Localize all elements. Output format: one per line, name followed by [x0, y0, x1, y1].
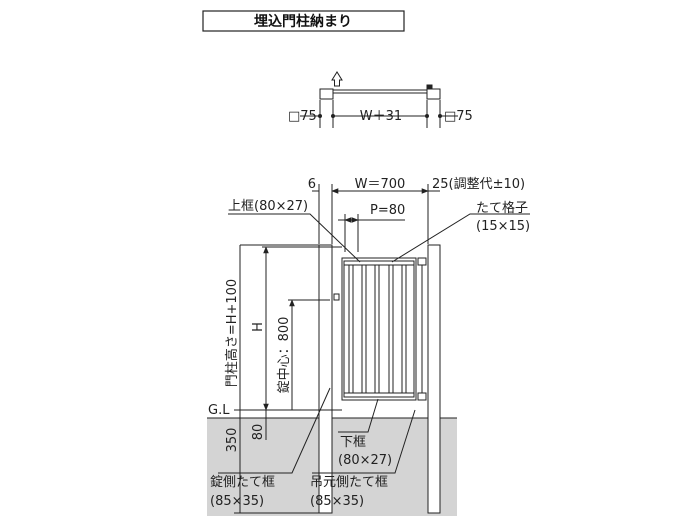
leader-lines — [218, 213, 530, 474]
lock-stile-name-label: 錠側たて框 — [210, 475, 275, 490]
gap-left-label: 6 — [308, 177, 316, 192]
picket — [401, 264, 407, 394]
bottom-gap-label: 80 — [251, 424, 266, 441]
top-rail-leader — [228, 213, 361, 263]
top-dimensions — [312, 184, 440, 252]
picket-size-label: (15×15) — [476, 219, 530, 234]
picket — [361, 264, 367, 394]
left-post — [318, 244, 333, 514]
right-post — [427, 244, 441, 514]
picket-leader — [391, 213, 530, 263]
width-label: W＝700 — [355, 177, 406, 192]
hinge-stile-leader — [312, 409, 416, 474]
hinge-stile-name-label: 吊元側たて框 — [310, 475, 388, 490]
bottom-rail-leader — [338, 398, 379, 433]
lock-stile-size-label: (85×35) — [210, 494, 264, 509]
plan-view — [300, 71, 458, 128]
gap-right-label: 25(調整代±10) — [432, 177, 525, 192]
gate-height-label: H — [251, 322, 266, 332]
ground-label: G.L — [208, 403, 230, 418]
picket — [348, 264, 354, 394]
post-height-label: 門柱高さ=H+100 — [224, 279, 240, 387]
title-frame — [202, 10, 405, 32]
lock-icon — [333, 293, 340, 301]
pickets — [348, 264, 407, 394]
vertical-dimensions — [234, 244, 342, 514]
plan-post-left-label: □75 — [288, 109, 317, 124]
elevation-view — [318, 244, 441, 514]
drawing-title: 埋込門柱納まり — [254, 13, 352, 30]
lock-center-label: 錠中心：800 — [277, 317, 292, 394]
picket — [388, 264, 394, 394]
picket — [374, 264, 380, 394]
hinge-top — [417, 257, 427, 266]
hinge-bottom — [417, 392, 427, 401]
title-block: 埋込門柱納まり — [202, 10, 405, 32]
open-direction-arrow-icon — [331, 71, 343, 87]
pitch-label: P=80 — [370, 203, 405, 218]
plan-post-right — [426, 88, 441, 100]
plan-width-label: W＋31 — [360, 109, 402, 124]
plan-post-left — [319, 88, 334, 100]
bottom-rail-size-label: (80×27) — [338, 453, 392, 468]
embed-depth-label: 350 — [225, 428, 240, 453]
lock-stile-leader — [218, 387, 331, 474]
picket-name-label: たて格子 — [476, 200, 528, 216]
hinge-stile-size-label: (85×35) — [310, 494, 364, 509]
bottom-rail-name-label: 下框 — [340, 435, 366, 450]
top-rail-label: 上框(80×27) — [228, 199, 308, 214]
plan-post-right-label: □75 — [444, 109, 473, 124]
